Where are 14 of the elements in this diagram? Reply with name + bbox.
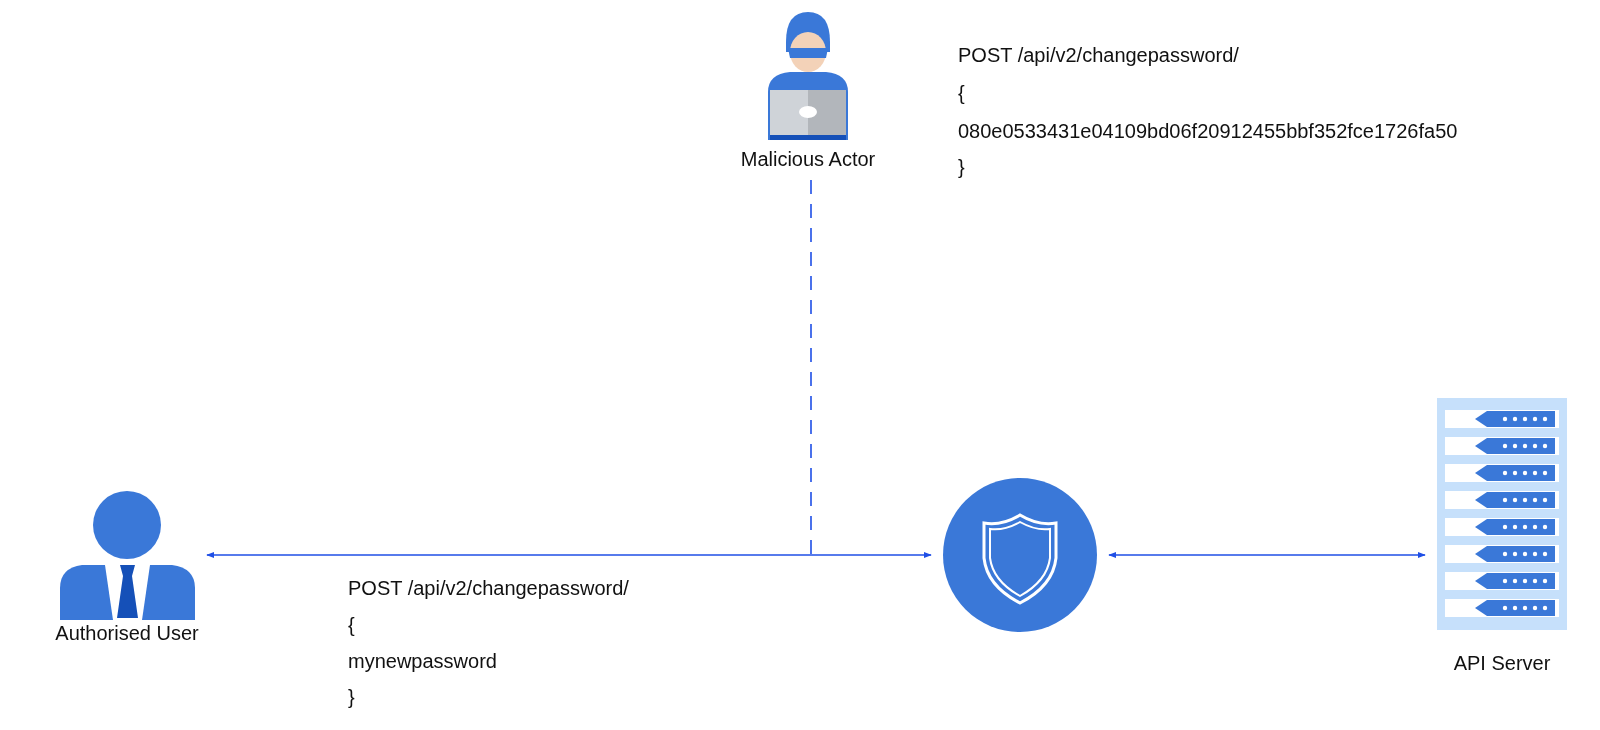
double-arrow (206, 551, 932, 559)
request-text: mynewpassword (348, 650, 497, 673)
request-text: POST /api/v2/changepassword/ (958, 44, 1239, 67)
request-text: 080e0533431e04109bd06f20912455bbf352fce1726fa50 (958, 120, 1458, 143)
node-label: Authorised User (55, 622, 199, 645)
request-text: } (958, 156, 965, 179)
request-text: { (958, 82, 965, 105)
request-text: { (348, 614, 355, 637)
request-text: } (348, 686, 355, 709)
request-text: POST /api/v2/changepassword/ (348, 577, 629, 600)
node-label: Malicious Actor (740, 148, 876, 171)
node-label: API Server (1453, 652, 1551, 675)
double-arrow (1108, 551, 1426, 559)
connector-line (810, 179, 812, 556)
